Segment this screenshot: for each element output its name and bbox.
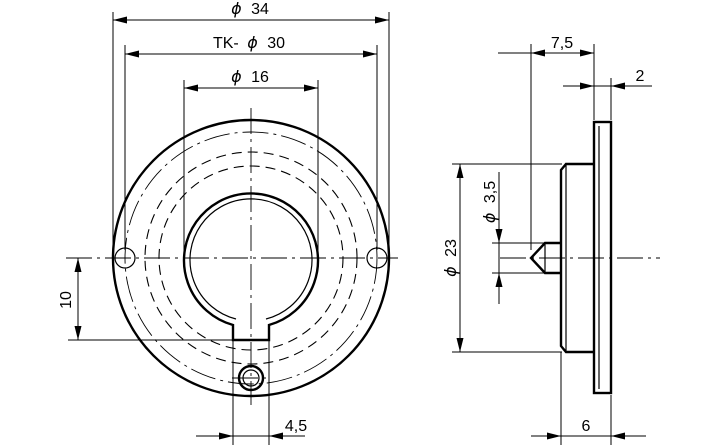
outer-diameter-value: 34 xyxy=(251,1,269,18)
outer-diameter-symbol: ϕ xyxy=(231,0,242,18)
hub-diameter-value: 23 xyxy=(443,239,460,257)
svg-text:TK- ϕ 30: TK- ϕ 30 xyxy=(213,33,285,52)
offset-height-value: 10 xyxy=(58,291,75,309)
side-dimensions: 7,5 2 ϕ 23 ϕ 3,5 6 xyxy=(441,35,652,445)
pin-diameter-symbol: ϕ xyxy=(480,212,499,223)
bolt-circle-value: 30 xyxy=(267,35,285,52)
side-view xyxy=(500,120,660,395)
front-view xyxy=(66,108,398,405)
pin-diameter-value: 3,5 xyxy=(482,181,499,203)
flange xyxy=(592,120,613,395)
hub-diameter-symbol: ϕ xyxy=(441,266,460,277)
bore-diameter-value: 16 xyxy=(251,69,269,86)
svg-text:ϕ 34: ϕ 34 xyxy=(231,0,269,18)
total-length-value: 7,5 xyxy=(551,35,573,52)
svg-text:ϕ 23: ϕ 23 xyxy=(441,239,460,277)
front-dimensions: ϕ 34 TK- ϕ 30 ϕ 16 10 xyxy=(58,0,390,445)
flange-thickness-value: 2 xyxy=(636,68,645,85)
bolt-circle-symbol: ϕ xyxy=(247,33,258,52)
svg-text:ϕ 3,5: ϕ 3,5 xyxy=(480,181,499,223)
bolt-circle-prefix: TK- xyxy=(213,35,239,52)
hub-length-value: 6 xyxy=(582,418,591,435)
slot-width-value: 4,5 xyxy=(285,418,307,435)
svg-text:ϕ 16: ϕ 16 xyxy=(231,67,269,86)
bore-with-slot xyxy=(182,192,320,342)
bore-diameter-symbol: ϕ xyxy=(231,67,242,86)
